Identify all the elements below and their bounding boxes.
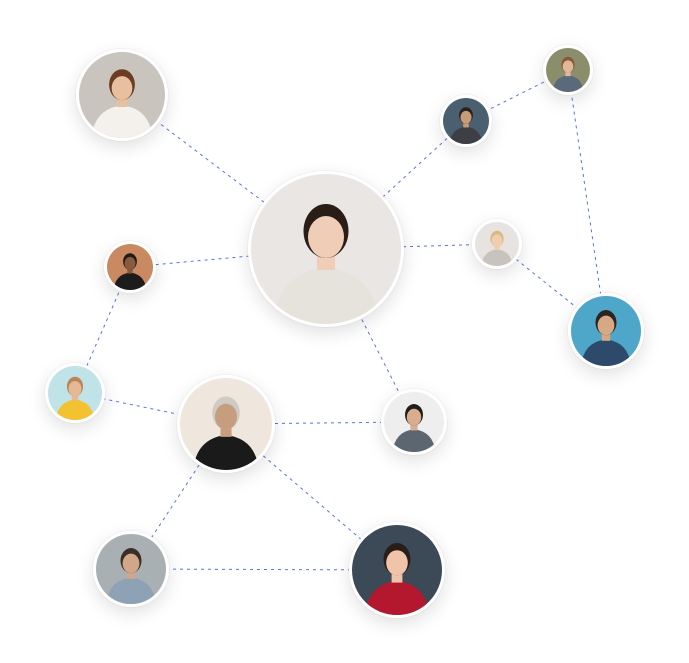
person-avatar-photo-icon <box>180 378 272 470</box>
connection-line-woman-top-right-to-man-denim-right <box>567 69 607 332</box>
avatar-man-denim-right[interactable] <box>568 293 644 369</box>
person-avatar-photo-icon <box>571 296 641 366</box>
person-avatar-photo-icon <box>107 244 153 290</box>
avatar-man-cap-right[interactable] <box>381 389 447 455</box>
avatar-woman-long-hair-top-left[interactable] <box>76 49 168 141</box>
avatar-woman-yellow-left[interactable] <box>45 363 105 423</box>
person-avatar-photo-icon <box>48 366 102 420</box>
person-avatar-photo-icon <box>352 525 442 615</box>
avatar-woman-red-bottom[interactable] <box>349 522 445 618</box>
avatar-man-bucket-hat-center[interactable] <box>177 375 275 473</box>
avatar-man-denim-jacket-bottom-left[interactable] <box>93 531 169 607</box>
avatar-bearded-man-top[interactable] <box>440 95 492 147</box>
person-avatar-photo-icon <box>475 222 519 266</box>
connection-line-woman-center-smiling-to-man-hat-orange <box>129 248 327 268</box>
connection-line-man-denim-jacket-bottom-left-to-woman-red-bottom <box>130 568 398 571</box>
avatar-man-hat-orange[interactable] <box>104 241 156 293</box>
person-avatar-photo-icon <box>251 174 401 324</box>
avatar-woman-top-right[interactable] <box>543 45 593 95</box>
person-avatar-photo-icon <box>96 534 166 604</box>
connection-line-bearded-man-top-to-woman-top-right <box>465 69 569 122</box>
person-avatar-photo-icon <box>546 48 590 92</box>
person-avatar-photo-icon <box>384 392 444 452</box>
person-avatar-photo-icon <box>443 98 489 144</box>
person-avatar-photo-icon <box>79 52 165 138</box>
avatar-woman-center-smiling[interactable] <box>248 171 404 327</box>
avatar-blonde-woman-right[interactable] <box>472 219 522 269</box>
